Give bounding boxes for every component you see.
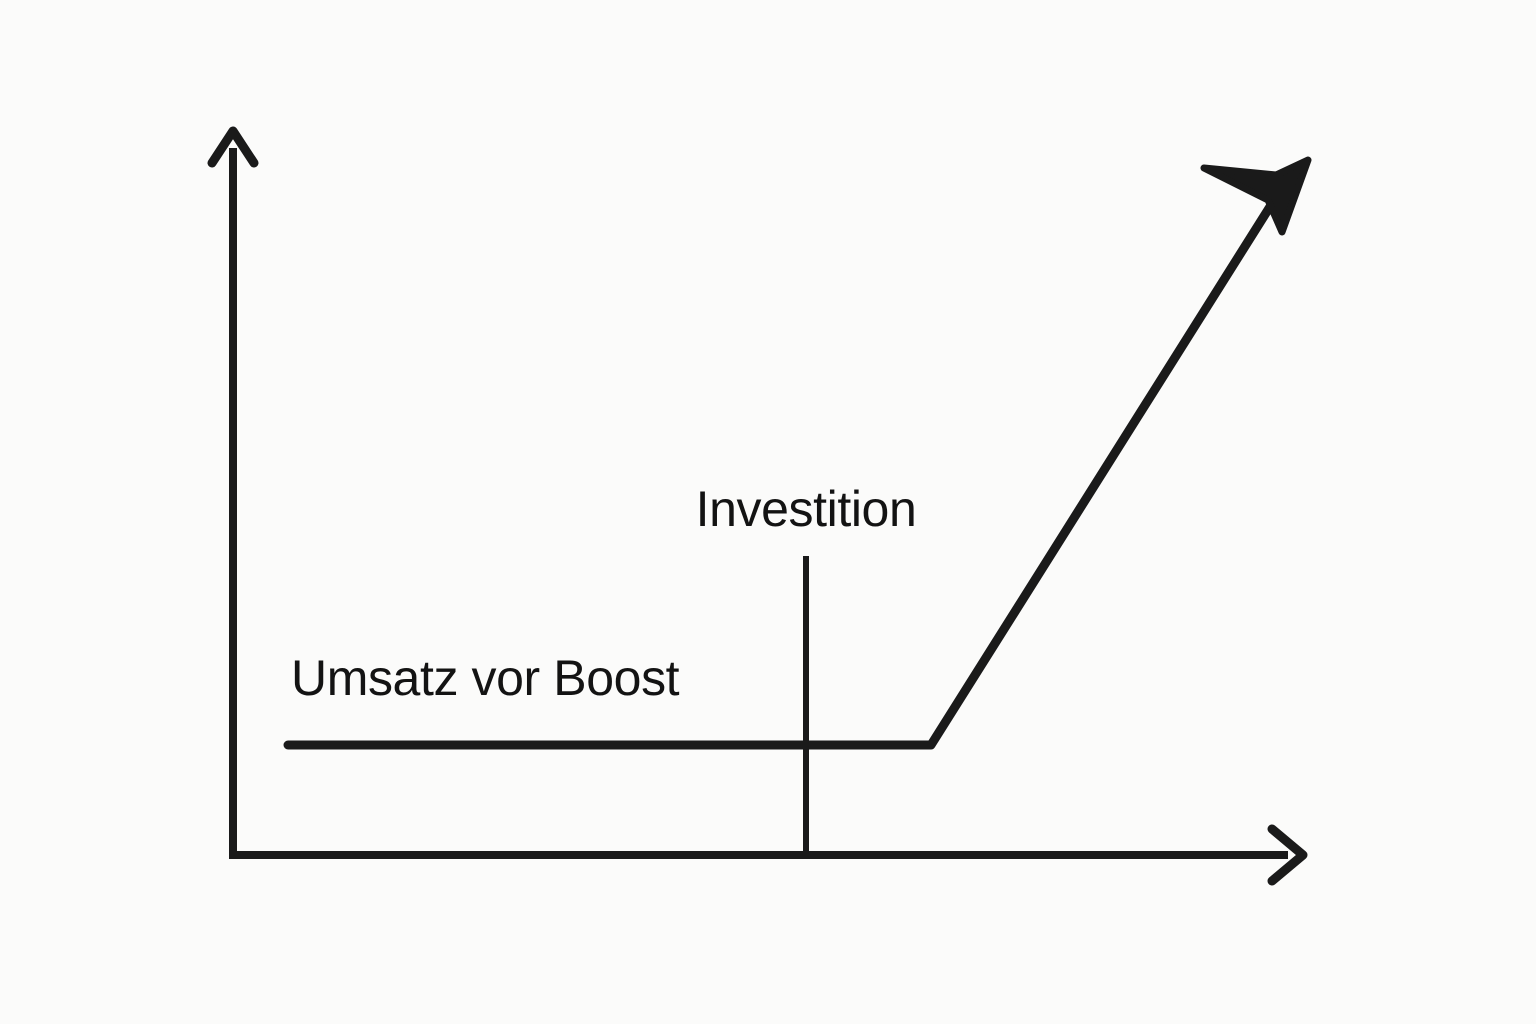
arrow-up-icon	[207, 126, 259, 168]
arrow-up-right-icon	[1200, 156, 1312, 236]
arrow-right-icon	[1267, 824, 1308, 886]
investition-label: Investition	[695, 481, 917, 537]
umsatz-vor-boost-label: Umsatz vor Boost	[291, 650, 680, 706]
revenue-curve	[283, 181, 1288, 750]
